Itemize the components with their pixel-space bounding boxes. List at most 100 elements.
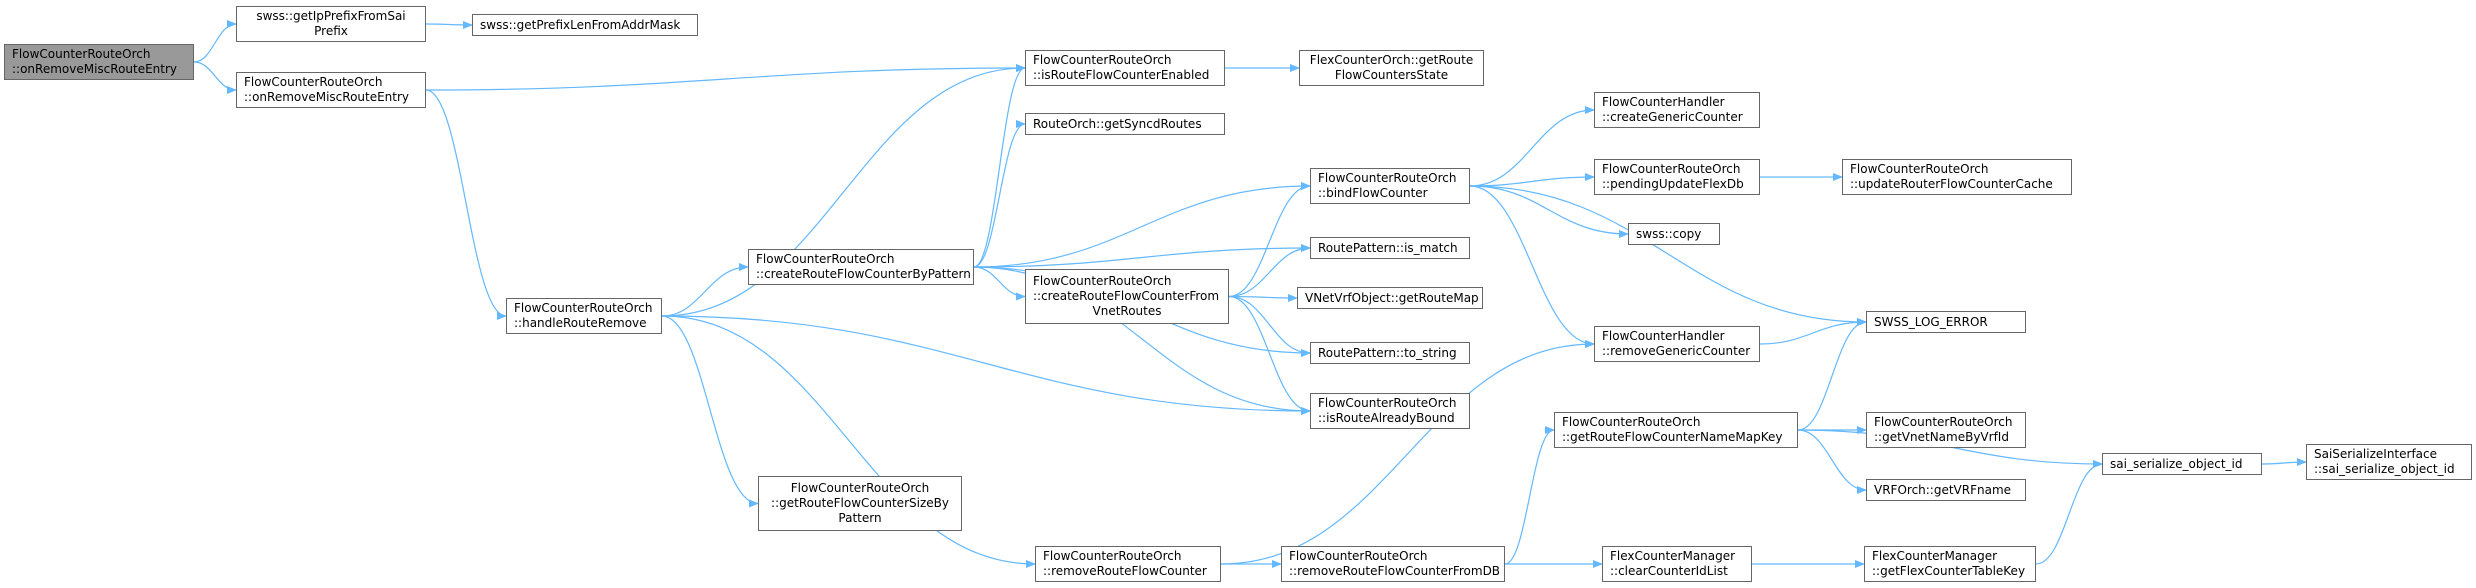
node-line: ::createGenericCounter <box>1602 110 1743 124</box>
node-line: VRFOrch::getVRFname <box>1874 482 2012 497</box>
node-getrouteflowcountersizebypattern[interactable]: FlowCounterRouteOrch ::getRouteFlowCount… <box>758 476 962 531</box>
edge-removeRFC-to-removeGeneric <box>1220 340 1595 565</box>
node-bindflowcounter[interactable]: FlowCounterRouteOrch ::bindFlowCounter <box>1310 168 1470 204</box>
node-line: swss::getPrefixLenFromAddrMask <box>480 17 681 32</box>
edge-createFromVnet-to-getRouteMap <box>1228 293 1298 302</box>
edge-bindFlow-to-createGeneric <box>1469 106 1595 187</box>
node-line: SWSS_LOG_ERROR <box>1874 314 1988 329</box>
node-getprefixlenfromaddrmask[interactable]: swss::getPrefixLenFromAddrMask <box>472 14 698 36</box>
node-line: FlowCounterRouteOrch <box>1043 549 1182 563</box>
node-swss-log-error[interactable]: SWSS_LOG_ERROR <box>1866 311 2026 333</box>
node-line: FlexCounterOrch::getRoute <box>1309 53 1474 67</box>
edge-createByPattern-to-getSyncd <box>973 120 1026 268</box>
node-line: SaiSerializeInterface <box>2314 447 2437 461</box>
edge-createByPattern-to-bindFlow <box>973 182 1311 268</box>
node-createrouteflowcounterbypattern[interactable]: FlowCounterRouteOrch ::createRouteFlowCo… <box>748 249 974 285</box>
edge-onRemoveMisc-to-handleRemove <box>425 89 507 320</box>
node-line: Pattern <box>838 511 882 525</box>
node-line: FlowCounterRouteOrch <box>1033 53 1172 67</box>
node-isrouteflowcounterenabled[interactable]: FlowCounterRouteOrch ::isRouteFlowCounte… <box>1025 50 1225 86</box>
node-line: ::isRouteFlowCounterEnabled <box>1033 68 1210 82</box>
node-line: ::updateRouterFlowCounterCache <box>1850 177 2053 191</box>
node-line: FlowCounterRouteOrch <box>1874 415 2013 429</box>
node-line: FlowCounterRouteOrch <box>514 301 653 315</box>
node-removerouteflowcounterfromdb[interactable]: FlowCounterRouteOrch ::removeRouteFlowCo… <box>1281 546 1505 582</box>
edge-bindFlow-to-removeGeneric <box>1469 185 1595 348</box>
node-getsyncdroutes[interactable]: RouteOrch::getSyncdRoutes <box>1025 113 1225 135</box>
node-line: ::createRouteFlowCounterByPattern <box>756 267 971 281</box>
node-line: RouteOrch::getSyncdRoutes <box>1033 116 1202 131</box>
edge-handleRemove-to-isEnabled <box>661 64 1026 317</box>
node-saiserializeinterface-sai-serialize-object-id[interactable]: SaiSerializeInterface ::sai_serialize_ob… <box>2306 444 2472 480</box>
node-line: ::getVnetNameByVrfId <box>1874 430 2009 444</box>
node-getrouteflowcounternamemapkey[interactable]: FlowCounterRouteOrch ::getRouteFlowCount… <box>1554 412 1798 448</box>
node-line: ::onRemoveMiscRouteEntry <box>244 90 410 104</box>
node-line: ::removeRouteFlowCounter <box>1043 564 1207 578</box>
node-routepattern-is-match[interactable]: RoutePattern::is_match <box>1310 237 1470 259</box>
node-line: FlowCounterRouteOrch <box>1850 162 1989 176</box>
node-line: ::pendingUpdateFlexDb <box>1602 177 1744 191</box>
node-line: swss::getIpPrefixFromSai <box>256 9 406 23</box>
node-line: ::createRouteFlowCounterFrom <box>1033 289 1220 303</box>
node-line: ::sai_serialize_object_id <box>2314 462 2455 476</box>
node-line: FlowCounterRouteOrch <box>1289 549 1428 563</box>
edge-createByPattern-to-isEnabled <box>973 64 1026 268</box>
edge-root-to-getIpPrefix <box>193 20 237 63</box>
edge-createByPattern-to-createFromVnet <box>973 266 1026 301</box>
edge-saiSerialize-to-saiSerializeIface <box>2261 458 2307 467</box>
node-getvnetnamebyvrfid[interactable]: FlowCounterRouteOrch ::getVnetNameByVrfI… <box>1866 412 2026 448</box>
node-creategenericcounter[interactable]: FlowCounterHandler ::createGenericCounte… <box>1594 92 1760 128</box>
edge-handleRemove-to-isBound <box>661 315 1311 415</box>
edge-getNameMapKey-to-logError <box>1797 318 1867 431</box>
node-sai-serialize-object-id[interactable]: sai_serialize_object_id <box>2102 453 2262 475</box>
node-root-onremovemiscrouteentry[interactable]: FlowCounterRouteOrch ::onRemoveMiscRoute… <box>4 44 194 80</box>
node-pendingupdateflexdb[interactable]: FlowCounterRouteOrch ::pendingUpdateFlex… <box>1594 159 1760 195</box>
node-getipprefixfromsaiprefix[interactable]: swss::getIpPrefixFromSai Prefix <box>236 6 426 42</box>
edge-createFromVnet-to-isMatch <box>1228 244 1311 298</box>
node-line: FlowCounterRouteOrch <box>1318 396 1457 410</box>
node-line: RoutePattern::to_string <box>1318 345 1457 360</box>
node-line: FlowCounterRouteOrch <box>1602 162 1741 176</box>
node-getflexcountertablekey[interactable]: FlexCounterManager ::getFlexCounterTable… <box>1864 546 2036 582</box>
node-line: sai_serialize_object_id <box>2110 456 2243 471</box>
edge-removeGeneric-to-logError <box>1759 318 1867 345</box>
node-getrouteflowcountersstate[interactable]: FlexCounterOrch::getRoute FlowCountersSt… <box>1299 50 1484 86</box>
node-line: ::handleRouteRemove <box>514 316 647 330</box>
node-line: ::getRouteFlowCounterSizeBy <box>771 496 949 510</box>
node-removerouteflowcounter[interactable]: FlowCounterRouteOrch ::removeRouteFlowCo… <box>1035 546 1221 582</box>
edge-bindFlow-to-logError <box>1469 185 1867 326</box>
edge-createFromVnet-to-toString <box>1228 295 1311 357</box>
node-line: FlowCounterRouteOrch <box>244 75 383 89</box>
node-line: FlowCounterRouteOrch <box>1318 171 1457 185</box>
edge-getTableKey-to-saiSerialize <box>2035 460 2103 565</box>
node-swss-copy[interactable]: swss::copy <box>1628 223 1720 245</box>
node-updaterouterflowcountercache[interactable]: FlowCounterRouteOrch ::updateRouterFlowC… <box>1842 159 2072 195</box>
edge-root-to-onRemoveMisc <box>193 61 237 94</box>
edge-handleRemove-to-getSizeByPattern <box>661 315 759 508</box>
node-createrouteflowcounterfromvnetroutes[interactable]: FlowCounterRouteOrch ::createRouteFlowCo… <box>1025 269 1229 324</box>
node-handleroutremove[interactable]: FlowCounterRouteOrch ::handleRouteRemove <box>506 298 662 334</box>
edge-createFromVnet-to-isBound <box>1228 295 1311 415</box>
node-line: Prefix <box>314 24 348 38</box>
node-line: ::isRouteAlreadyBound <box>1318 411 1455 425</box>
node-removegenericcounter[interactable]: FlowCounterHandler ::removeGenericCounte… <box>1594 326 1760 362</box>
node-line: ::bindFlowCounter <box>1318 186 1428 200</box>
node-line: FlowCounterRouteOrch <box>790 481 930 495</box>
node-onremovemiscrouteentry[interactable]: FlowCounterRouteOrch ::onRemoveMiscRoute… <box>236 72 426 108</box>
node-line: FlexCounterManager <box>1610 549 1736 563</box>
node-clearcounteridlist[interactable]: FlexCounterManager ::clearCounterIdList <box>1602 546 1752 582</box>
node-vrforch-getvrfname[interactable]: VRFOrch::getVRFname <box>1866 479 2026 501</box>
node-line: ::removeGenericCounter <box>1602 344 1751 358</box>
node-getroutemap[interactable]: VNetVrfObject::getRouteMap <box>1297 287 1483 309</box>
node-routepattern-to-string[interactable]: RoutePattern::to_string <box>1310 342 1470 364</box>
node-line: FlowCountersState <box>1334 68 1449 82</box>
edge-bindFlow-to-pendingUpdate <box>1469 173 1595 187</box>
edge-getNameMapKey-to-getVrfName <box>1797 429 1867 494</box>
edge-handleRemove-to-removeRFC <box>661 315 1036 568</box>
node-line: FlowCounterRouteOrch <box>1033 274 1172 288</box>
node-line: ::onRemoveMiscRouteEntry <box>12 62 178 76</box>
edge-createByPattern-to-isMatch <box>973 244 1311 268</box>
node-line: ::getRouteFlowCounterNameMapKey <box>1562 430 1783 444</box>
node-isroutealreadybound[interactable]: FlowCounterRouteOrch ::isRouteAlreadyBou… <box>1310 393 1470 429</box>
